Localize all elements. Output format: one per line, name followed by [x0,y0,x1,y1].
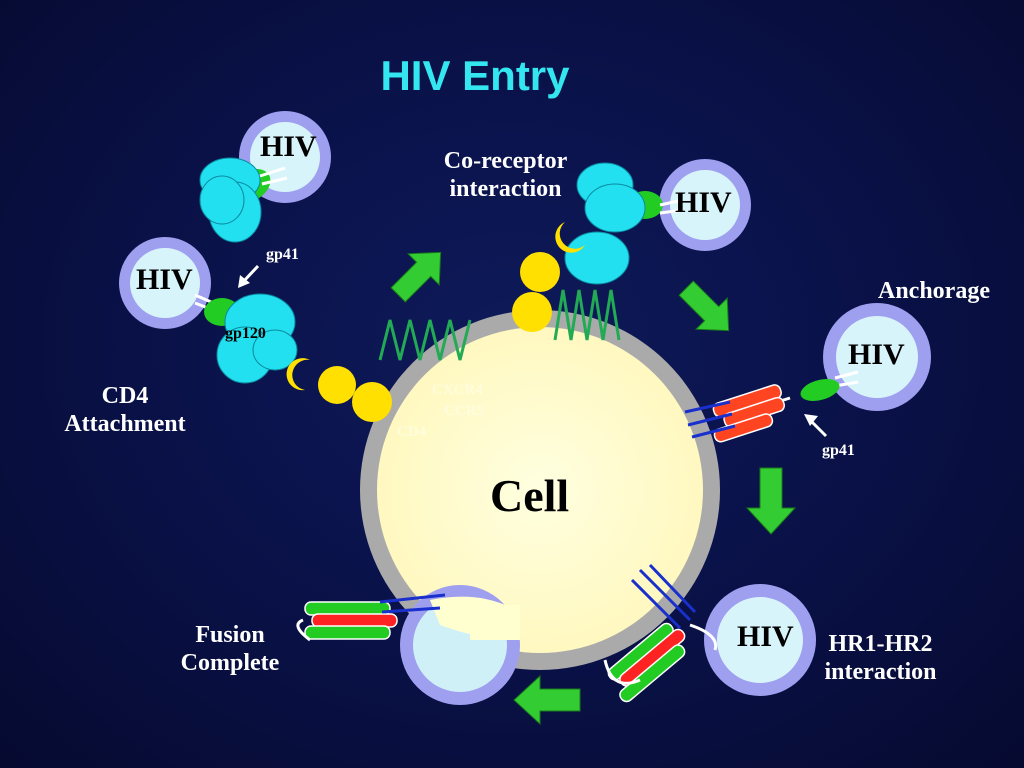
cd4-label: CD4 [397,424,427,440]
virus-attach-top [199,111,331,243]
virus-label: HIV [136,263,193,296]
virus-coreceptor [512,159,751,341]
ccr5-label: CCR5 [444,403,484,419]
receptor-helix-left [378,319,472,361]
receptor-helix-top [553,289,621,341]
virus-label: HIV [675,186,732,219]
virus-label: HIV [260,130,317,163]
stage-fusion: Fusion Complete [180,622,280,676]
stage-anchorage: Anchorage [878,278,990,304]
pointer-gp41-top [238,264,260,288]
stage-cd4-attachment: CD4 Attachment [64,383,186,437]
page-title: HIV Entry [380,52,570,99]
fused-virus [400,585,520,705]
arrow-left [513,674,581,726]
cxcr4-label: CXCR4 [432,382,483,398]
virus-label: HIV [737,620,794,653]
virus-anchorage [684,303,931,443]
fusion-complex [296,593,446,642]
cell-body [377,327,703,653]
virus-attach-left [119,237,472,422]
pointer-gp41-right [804,414,828,438]
stage-hr1-hr2: HR1-HR2 interaction [824,631,937,685]
gp120-label: gp120 [225,325,266,342]
arrow-down-right [678,280,730,332]
stage-coreceptor: Co-receptor interaction [443,148,568,202]
gp41-label-right: gp41 [822,442,855,459]
gp41-label-top: gp41 [266,246,299,263]
arrow-down [745,467,797,535]
virus-label: HIV [848,338,905,371]
virus-hr1hr2 [603,563,816,703]
cell-label: Cell [490,470,570,521]
arrow-up-right [390,251,442,303]
